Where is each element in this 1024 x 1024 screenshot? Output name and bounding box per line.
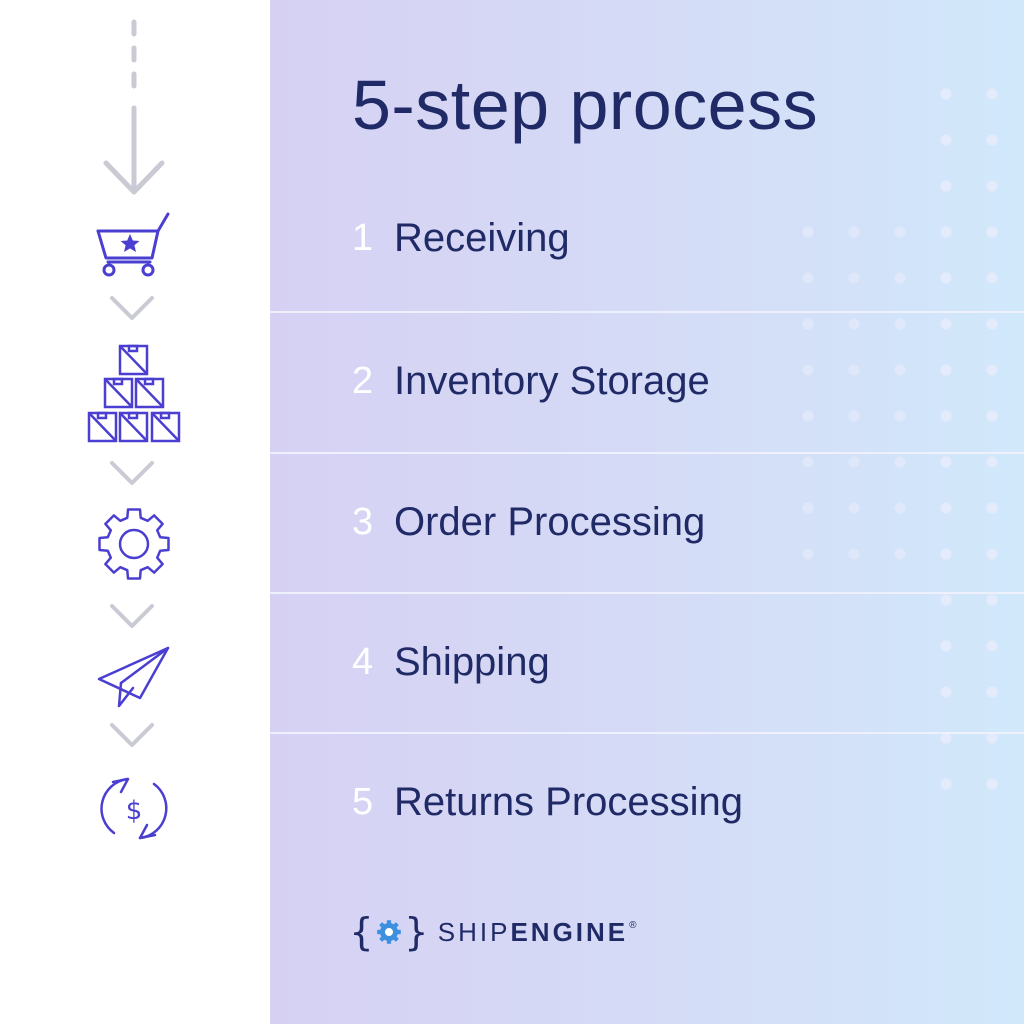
svg-text:$: $: [126, 796, 143, 826]
decorative-dot: [848, 456, 860, 468]
step-returns-processing: 5 Returns Processing: [270, 732, 1024, 872]
step-divider: [270, 452, 1024, 454]
step-label: Inventory Storage: [394, 359, 710, 403]
decorative-dot: [940, 272, 952, 284]
decorative-dot: [894, 502, 906, 514]
page-title: 5-step process: [352, 66, 819, 144]
logo-brace-close: }: [404, 910, 428, 954]
decorative-dot: [848, 318, 860, 330]
shipengine-logo: { } SHIP ENGINE ®: [350, 908, 637, 956]
decorative-dot: [894, 226, 906, 238]
decorative-dot: [894, 410, 906, 422]
paper-plane-icon: [97, 646, 170, 708]
decorative-dot: [940, 732, 952, 744]
step-number: 3: [352, 501, 374, 543]
process-panel: 5-step process 1 Receiving 2 Inventory S…: [270, 0, 1024, 1024]
process-icons-svg: $: [87, 19, 181, 840]
logo-gear-icon: [377, 920, 401, 944]
chevron-down-icon: [110, 296, 154, 320]
process-icon-rail: $: [0, 0, 270, 1024]
step-order-processing: 3 Order Processing: [270, 452, 1024, 592]
decorative-dot: [986, 502, 998, 514]
decorative-dot: [940, 502, 952, 514]
decorative-dot: [802, 226, 814, 238]
chevron-down-icon: [110, 604, 154, 628]
decorative-dot: [986, 732, 998, 744]
decorative-dot: [940, 548, 952, 560]
decorative-dot: [940, 778, 952, 790]
decorative-dot: [986, 456, 998, 468]
decorative-dot: [940, 134, 952, 146]
decorative-dot: [802, 272, 814, 284]
shopping-cart-icon: [96, 212, 170, 277]
decorative-dot: [802, 502, 814, 514]
step-number: 5: [352, 781, 374, 823]
decorative-dot: [894, 548, 906, 560]
step-label: Shipping: [394, 640, 550, 684]
step-number: 2: [352, 360, 374, 402]
chevron-down-icon: [110, 461, 154, 485]
decorative-dot: [848, 548, 860, 560]
decorative-dot: [848, 364, 860, 376]
step-number: 1: [352, 217, 374, 259]
decorative-dot: [802, 548, 814, 560]
dashed-down-arrow-icon: [103, 19, 165, 195]
decorative-dot: [940, 226, 952, 238]
step-inventory-storage: 2 Inventory Storage: [270, 311, 1024, 451]
decorative-dot: [940, 88, 952, 100]
decorative-dot: [940, 686, 952, 698]
decorative-dot: [802, 410, 814, 422]
decorative-dot: [802, 318, 814, 330]
decorative-dot: [848, 272, 860, 284]
decorative-dot: [940, 456, 952, 468]
decorative-dot: [802, 364, 814, 376]
decorative-dot: [986, 134, 998, 146]
decorative-dot: [848, 502, 860, 514]
decorative-dot: [986, 226, 998, 238]
decorative-dot: [894, 456, 906, 468]
step-receiving: 1 Receiving: [270, 168, 1024, 308]
decorative-dot: [802, 456, 814, 468]
step-number: 4: [352, 641, 374, 683]
step-label: Order Processing: [394, 500, 706, 544]
logo-registered-mark: ®: [629, 920, 637, 931]
decorative-dot: [986, 686, 998, 698]
decorative-dot: [986, 778, 998, 790]
stacked-boxes-icon: [87, 344, 181, 443]
decorative-dot: [986, 180, 998, 192]
logo-brace-open: {: [350, 910, 373, 954]
decorative-dot: [986, 594, 998, 606]
decorative-dot: [894, 318, 906, 330]
decorative-dot: [940, 318, 952, 330]
step-shipping: 4 Shipping: [270, 592, 1024, 732]
decorative-dot: [986, 88, 998, 100]
dot-pattern-decoration: [802, 88, 998, 790]
decorative-dot: [986, 548, 998, 560]
decorative-dot: [894, 272, 906, 284]
dollar-refresh-icon: $: [100, 777, 168, 840]
decorative-dot: [986, 410, 998, 422]
decorative-dot: [940, 364, 952, 376]
step-divider: [270, 592, 1024, 594]
decorative-dot: [848, 410, 860, 422]
chevron-down-icon: [110, 723, 154, 747]
logo-word-ship: SHIP: [437, 916, 511, 947]
decorative-dot: [940, 180, 952, 192]
decorative-dot: [986, 318, 998, 330]
decorative-dot: [986, 640, 998, 652]
decorative-dot: [940, 410, 952, 422]
gear-icon: [98, 508, 170, 580]
step-divider: [270, 311, 1024, 313]
step-divider: [270, 732, 1024, 734]
decorative-dot: [940, 640, 952, 652]
decorative-dot: [940, 594, 952, 606]
step-label: Returns Processing: [394, 780, 744, 824]
decorative-dot: [986, 272, 998, 284]
logo-word-engine: ENGINE: [510, 916, 629, 947]
decorative-dot: [986, 364, 998, 376]
decorative-dot: [848, 226, 860, 238]
decorative-dot: [894, 364, 906, 376]
step-label: Receiving: [394, 216, 570, 260]
